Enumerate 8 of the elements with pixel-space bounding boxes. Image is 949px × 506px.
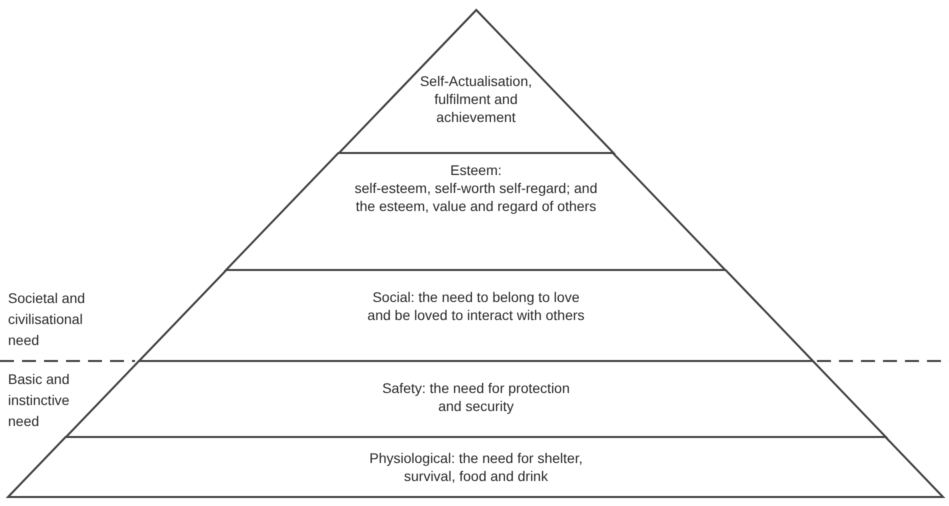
side-label: Societal and civilisational need xyxy=(8,289,86,350)
band-text: self-esteem, self-worth self-regard; and the esteem, value and regard of others xyxy=(354,179,598,215)
band-text: Safety: the need for protection and security xyxy=(381,379,571,415)
band-text: Physiological: the need for shelter, survival, food and drink xyxy=(368,449,584,485)
side-label: Basic and instinctive need xyxy=(8,370,70,431)
band-text: Social: the need to belong to love and be loved to interact with others xyxy=(366,288,586,324)
band-text: Self-Actualisation, fulfilment and achievement xyxy=(418,72,534,126)
band-heading: Esteem: xyxy=(450,161,502,179)
